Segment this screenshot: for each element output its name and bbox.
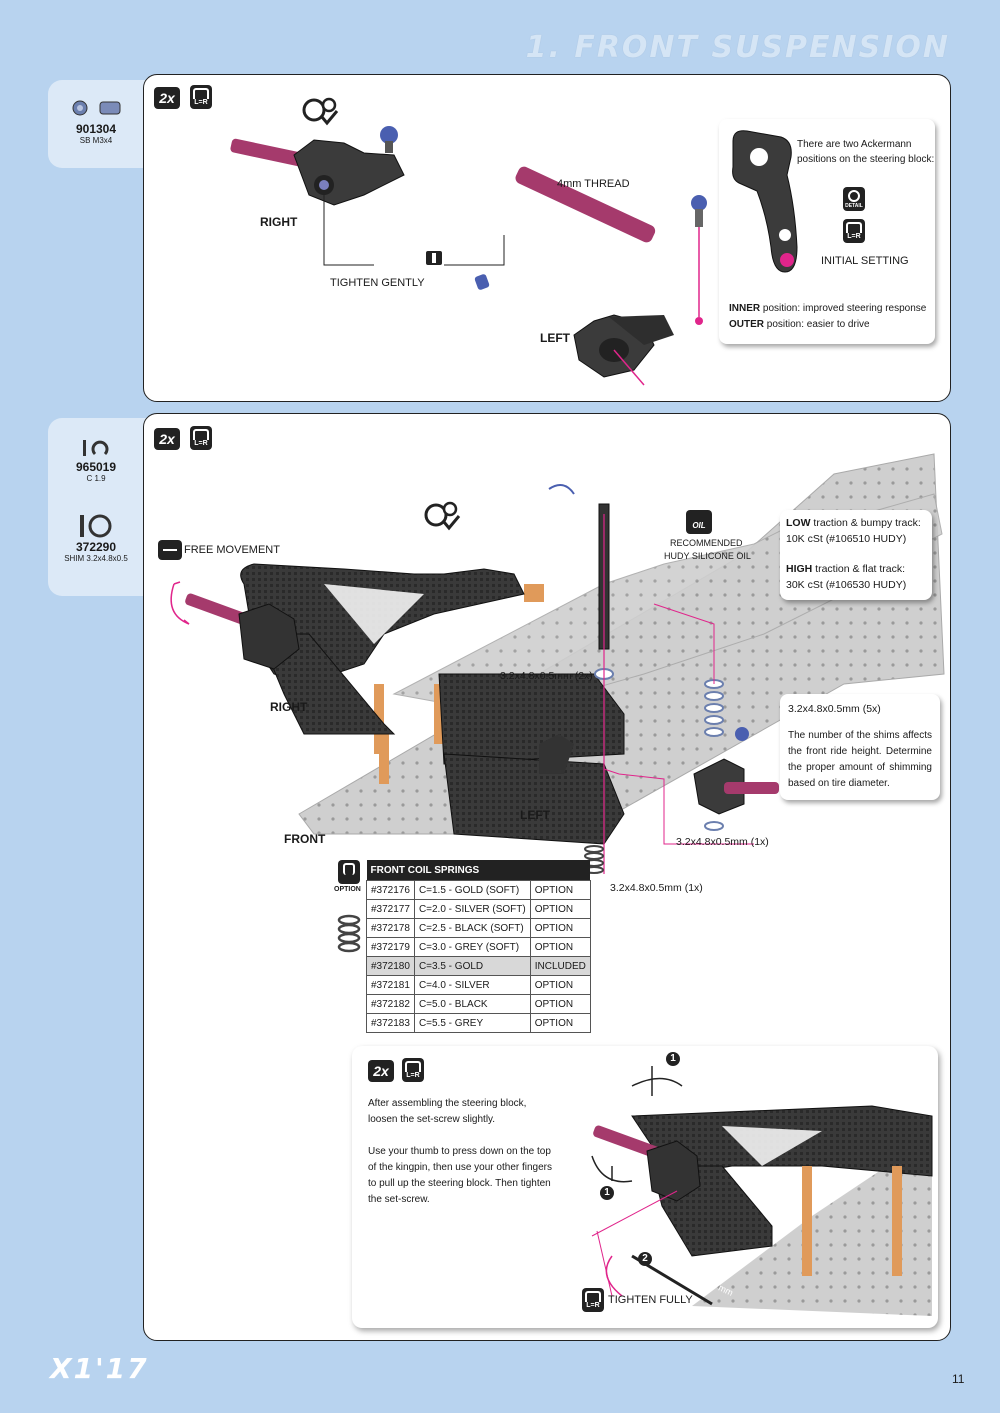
outer-position-text: OUTER position: easier to drive <box>729 319 870 330</box>
low-traction-value: 10K cSt (#106510 HUDY) <box>786 533 907 545</box>
page-number: 11 <box>952 1372 965 1386</box>
right-label: RIGHT <box>270 700 308 714</box>
left-right-same-icon: L=R <box>582 1288 604 1312</box>
step-number-2: 2 <box>638 1252 652 1266</box>
steering-arm-detail-illustration <box>732 130 798 273</box>
part-desc: C 1.9 <box>86 474 106 483</box>
tighten-fully-label: TIGHTEN FULLY <box>608 1294 693 1306</box>
part-code: 965019 <box>75 460 117 474</box>
gear-check-icon <box>424 501 461 531</box>
part-code: 372290 <box>75 540 117 554</box>
tighten-gently-label: TIGHTEN GENTLY <box>330 277 425 289</box>
spring-icon <box>337 914 361 953</box>
ball-stud-icon <box>72 100 121 116</box>
shim-1x-label-b: 3.2x4.8x0.5mm (1x) <box>610 882 703 894</box>
shim-1x-label-a: 3.2x4.8x0.5mm (1x) <box>676 836 769 848</box>
inner-position-text: INNER position: improved steering respon… <box>729 303 927 314</box>
page-title: 1. FRONT SUSPENSION <box>525 30 950 65</box>
step-1-panel: 2x L=R RIGHT 4mm THREAD TIGHTEN GENTLY L… <box>143 74 951 402</box>
detail-icon: DETAIL <box>843 187 865 211</box>
springs-table-header: FRONT COIL SPRINGS <box>366 860 591 881</box>
left-label: LEFT <box>540 331 570 345</box>
instruction-paragraph-1: After assembling the steering block, loo… <box>368 1098 527 1125</box>
left-right-same-icon: L=R <box>190 85 212 109</box>
kingpin-adjust-panel: 2x L=R After assembling the steering blo… <box>352 1046 938 1328</box>
high-traction-text: HIGH traction & flat track: <box>786 563 906 575</box>
quantity-badge: 2x <box>154 428 180 450</box>
ackermann-line1: There are two Ackermann <box>797 139 912 150</box>
oil-recommended-label: RECOMMENDED <box>670 538 743 548</box>
gear-check-icon <box>302 97 339 126</box>
quantity-badge: 2x <box>368 1060 394 1082</box>
thumbs-up-icon <box>338 860 360 884</box>
high-traction-value: 30K cSt (#106530 HUDY) <box>786 579 907 591</box>
free-movement-label: FREE MOVEMENT <box>184 544 280 556</box>
left-right-same-icon: L=R <box>843 219 865 243</box>
step-number-1b: 1 <box>600 1186 614 1200</box>
oil-brand-label: HUDY SILICONE OIL <box>664 551 751 561</box>
front-label: FRONT <box>284 832 326 846</box>
quantity-badge: 2x <box>154 87 180 109</box>
step-2-panel: 2x L=R <box>143 413 951 1341</box>
shim-stack <box>704 679 724 831</box>
oil-icon: OIL <box>686 510 712 534</box>
ackermann-callout: There are two Ackermann positions on the… <box>719 119 935 344</box>
thread-label: 4mm THREAD <box>557 178 630 190</box>
initial-setting-label: INITIAL SETTING <box>821 255 909 267</box>
shim-icon <box>80 514 112 538</box>
ackermann-line2: positions on the steering block: <box>797 154 935 165</box>
shim-note: The number of the shims affects the fron… <box>788 730 932 789</box>
free-movement-icon <box>158 540 182 560</box>
instruction-paragraph-2: Use your thumb to press down on the top … <box>368 1146 553 1205</box>
step-number-1: 1 <box>666 1052 680 1066</box>
part-code: 901304 <box>75 122 117 136</box>
part-desc: SB M3x4 <box>79 136 113 145</box>
left-label: LEFT <box>520 808 550 822</box>
option-label: OPTION <box>334 886 361 893</box>
right-label: RIGHT <box>260 215 298 229</box>
brand-logo: X1'17 <box>50 1352 149 1385</box>
left-right-same-icon: L=R <box>190 426 212 450</box>
shim-5x-label: 3.2x4.8x0.5mm (5x) <box>788 703 881 715</box>
part-desc: SHIM 3.2x4.8x0.5 <box>64 554 128 563</box>
e-clip-icon <box>83 440 109 456</box>
steering-block-assembly-illustration <box>230 97 707 386</box>
left-right-same-icon: L=R <box>402 1058 424 1082</box>
low-traction-text: LOW traction & bumpy track: <box>786 517 921 529</box>
oil-callout: LOW traction & bumpy track: 10K cSt (#10… <box>780 510 932 600</box>
kingpin-adjust-illustration <box>591 1066 933 1316</box>
shim-callout: 3.2x4.8x0.5mm (5x) The number of the shi… <box>780 694 940 800</box>
shim-2x-label: 3.2x4.8x0.5mm (2x) <box>500 670 593 682</box>
